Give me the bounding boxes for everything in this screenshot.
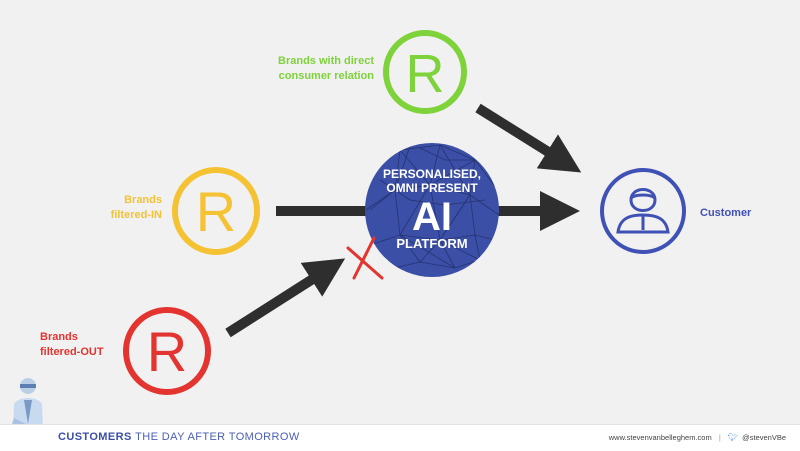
twitter-icon: 🐦︎ [727,433,739,442]
label-brands-filtered-out: Brands filtered-OUT [40,330,140,360]
platform-line-3: PLATFORM [396,236,467,251]
brand-filtered-in-registered-icon: R [172,167,260,255]
label-in-line-2: filtered-IN [110,209,162,221]
label-direct-line-1: Brands with direct [278,55,374,67]
platform-line-2: OMNI PRESENT [386,181,478,195]
label-customer: Customer [700,207,752,219]
platform-ai-title: AI [412,195,452,239]
footer-title-bold: CUSTOMERS [58,431,132,443]
sphere-mesh [365,144,499,271]
brand-filtered-out-registered-icon: R [123,307,211,395]
label-out-line-1: Brands [40,331,78,343]
platform-line-1: PERSONALISED, [383,167,481,181]
brand-direct-symbol: R [406,44,445,104]
arrow-direct-to-customer [475,103,582,173]
customer-circle [600,168,686,254]
label-in-line-1: Brands [124,194,162,206]
ai-platform-sphere: PERSONALISED, OMNI PRESENT AI PLATFORM [365,143,499,277]
footer-separator: | [718,433,721,442]
footer-title: CUSTOMERS THE DAY AFTER TOMORROW [58,431,300,443]
footer-handle-link[interactable]: @stevenVBe [742,433,786,442]
blocked-x-icon [346,236,384,280]
footer-credits: www.stevenvanbelleghem.com | 🐦︎ @stevenV… [609,433,786,442]
label-direct-line-2: consumer relation [278,70,374,82]
arrow-out-to-platform [225,258,346,338]
label-out-line-2: filtered-OUT [40,346,104,358]
brand-direct-registered-icon: R [383,30,467,114]
footer-website-link[interactable]: www.stevenvanbelleghem.com [608,433,712,442]
brand-filtered-out-symbol: R [147,320,187,383]
footer-bar: CUSTOMERS THE DAY AFTER TOMORROW www.ste… [0,424,800,451]
person-icon [616,188,670,234]
footer-title-rest: THE DAY AFTER TOMORROW [135,431,300,443]
label-brands-direct: Brands with direct consumer relation [272,54,374,84]
brand-filtered-in-symbol: R [196,180,236,243]
label-brands-filtered-in: Brands filtered-IN [100,193,162,223]
